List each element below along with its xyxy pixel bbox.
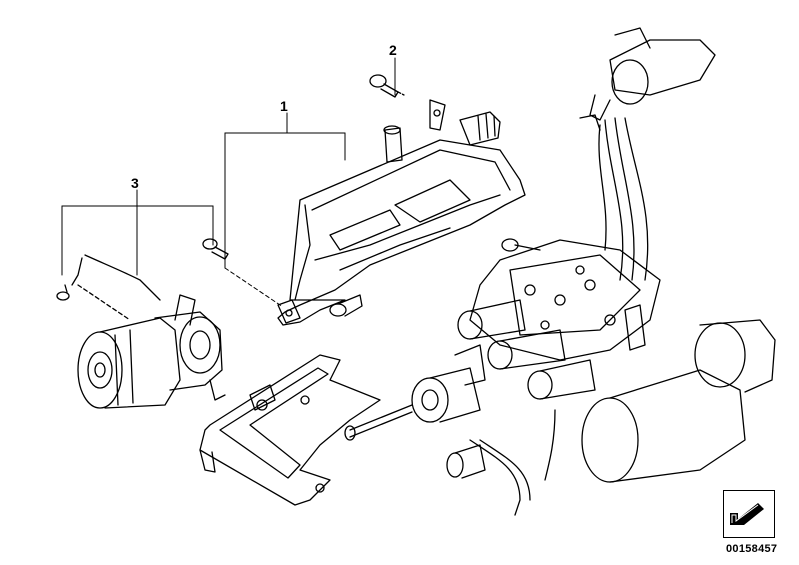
callout-label-3: 3 <box>131 175 139 191</box>
hydraulic-actuator-unit <box>344 27 776 516</box>
callout-label-1: 1 <box>280 98 288 114</box>
arrow-icon <box>730 503 764 525</box>
control-unit-cover <box>277 99 526 326</box>
mounting-bracket <box>199 354 381 506</box>
bolt-part-1 <box>202 238 229 260</box>
bolt-part-2 <box>369 74 405 98</box>
callout-label-2: 2 <box>389 42 397 58</box>
nav-arrow-box[interactable] <box>723 490 775 538</box>
pump-motor-part-3 <box>56 254 226 409</box>
diagram-code: 00158457 <box>726 543 778 555</box>
leader-lines <box>61 57 396 308</box>
